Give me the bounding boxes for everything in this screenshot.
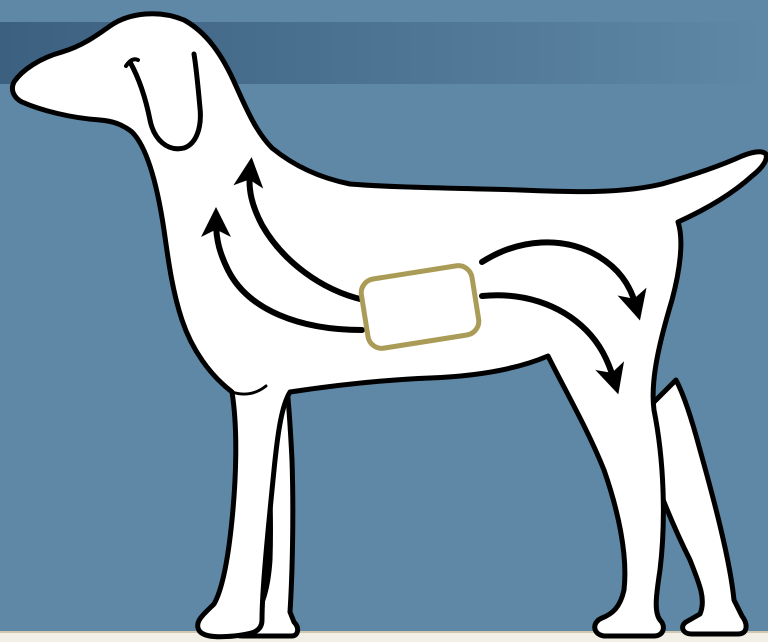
transdermal-patch-icon: [359, 264, 481, 351]
